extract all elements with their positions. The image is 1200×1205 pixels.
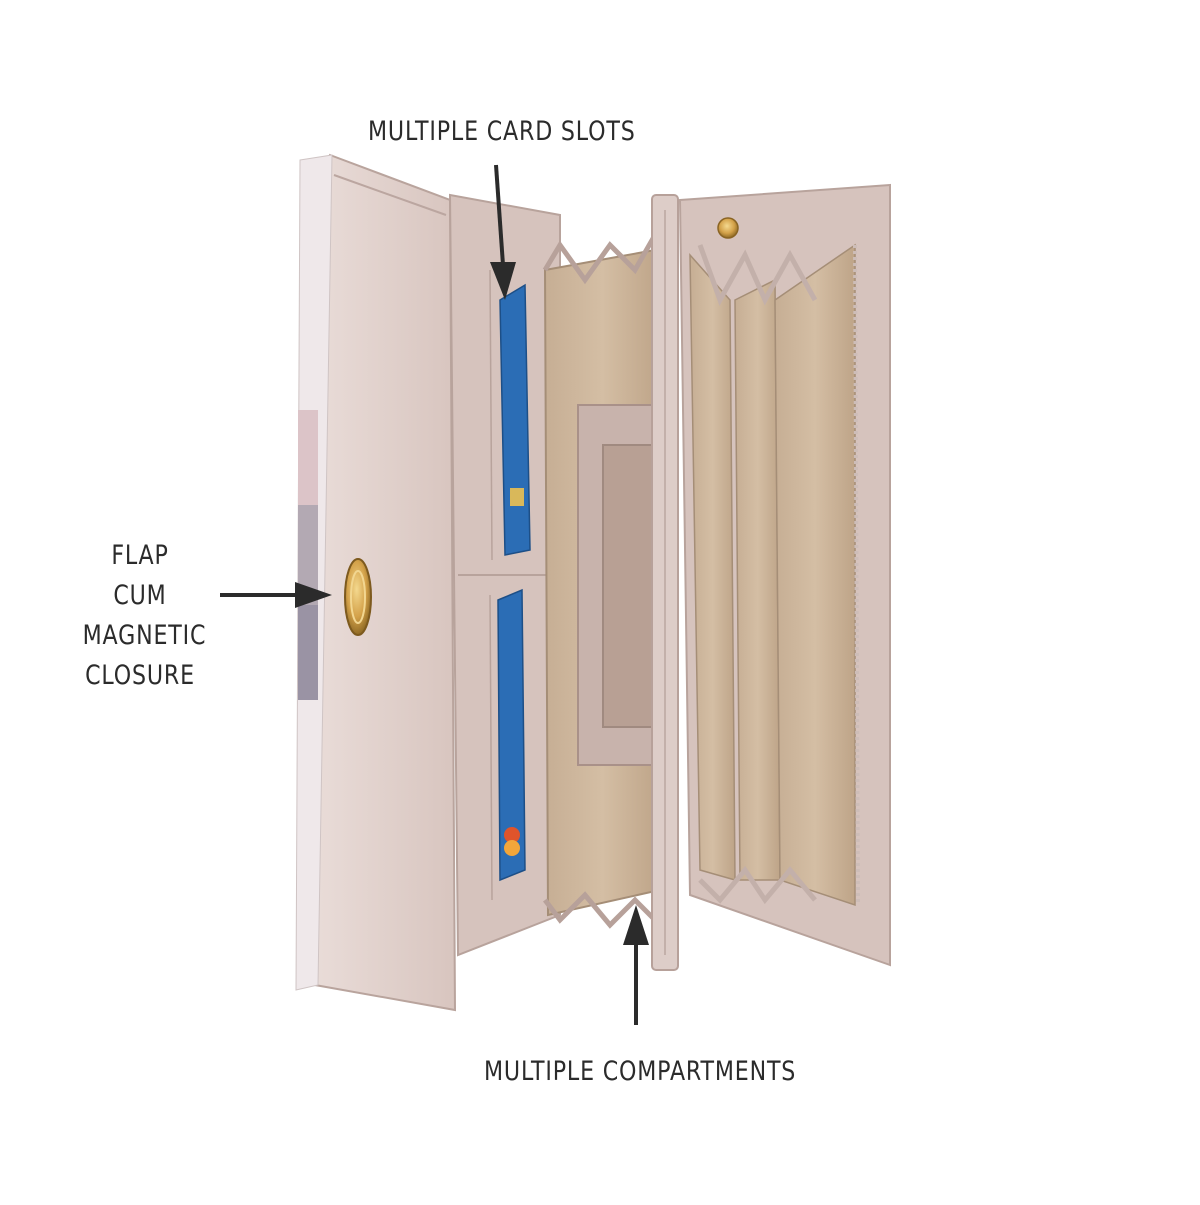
wallet-flap [295, 153, 457, 1012]
bank-card-bottom [497, 588, 526, 882]
card-slots-label: MULTIPLE CARD SLOTS [368, 116, 636, 147]
closure-label-line-1: FLAP CUM [111, 540, 169, 611]
card-slot-panel [448, 193, 561, 957]
arrow-compartments [623, 905, 649, 1025]
compartments-label: MULTIPLE COMPARTMENTS [484, 1056, 797, 1087]
arrow-card-slots [490, 164, 516, 300]
closure-label-line-2: MAGNETIC [82, 620, 207, 651]
arrow-closure [220, 582, 332, 608]
closure-label-line-3: CLOSURE [85, 660, 195, 691]
closure-label: FLAP CUM MAGNETIC CLOSURE [82, 536, 207, 696]
magnetic-snap [344, 558, 372, 636]
right-compartments [678, 183, 891, 967]
bank-card-top [499, 283, 531, 556]
zip-divider [651, 194, 679, 971]
